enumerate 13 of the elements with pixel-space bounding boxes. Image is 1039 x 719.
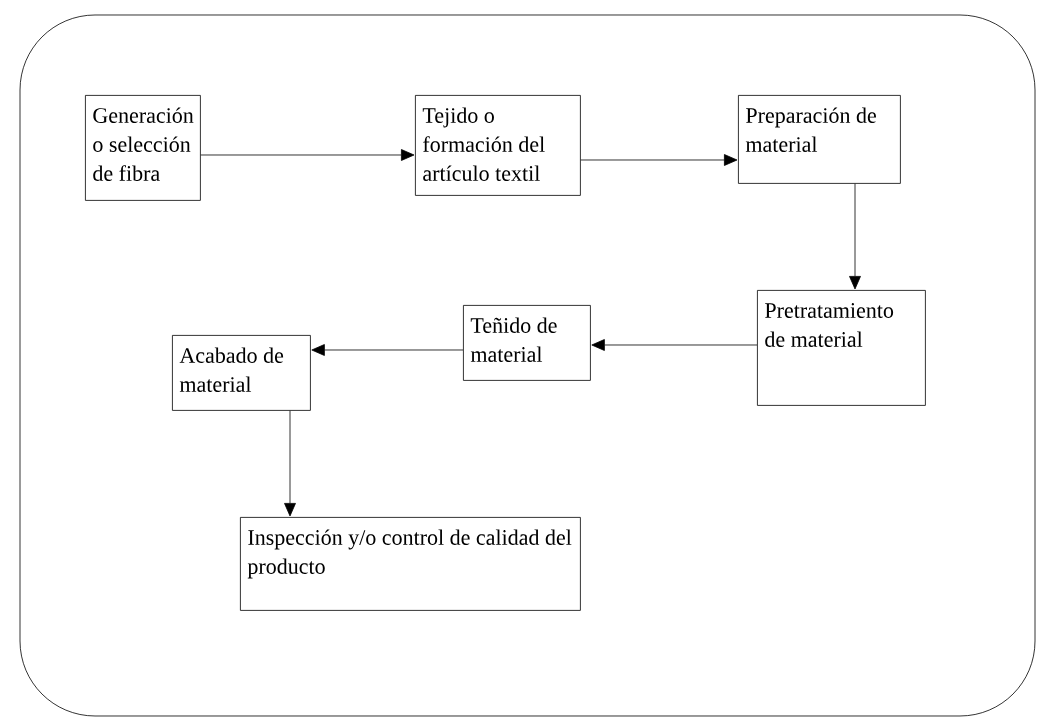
process-box: Inspección y/o control de calidad del producto [240, 517, 581, 611]
process-box: Tejido o formación del artículo textil [415, 95, 581, 196]
process-box: Teñido de material [463, 305, 591, 381]
process-box: Pretratamiento de material [757, 290, 926, 406]
arrow [580, 154, 738, 166]
process-box: Preparación de material [738, 95, 901, 184]
arrow [200, 149, 415, 161]
process-box: Generación o selección de fibra [85, 95, 201, 201]
arrow [311, 344, 464, 356]
arrow [591, 339, 758, 351]
process-box: Acabado de material [172, 335, 311, 411]
arrow [284, 410, 296, 517]
arrow [849, 183, 861, 290]
